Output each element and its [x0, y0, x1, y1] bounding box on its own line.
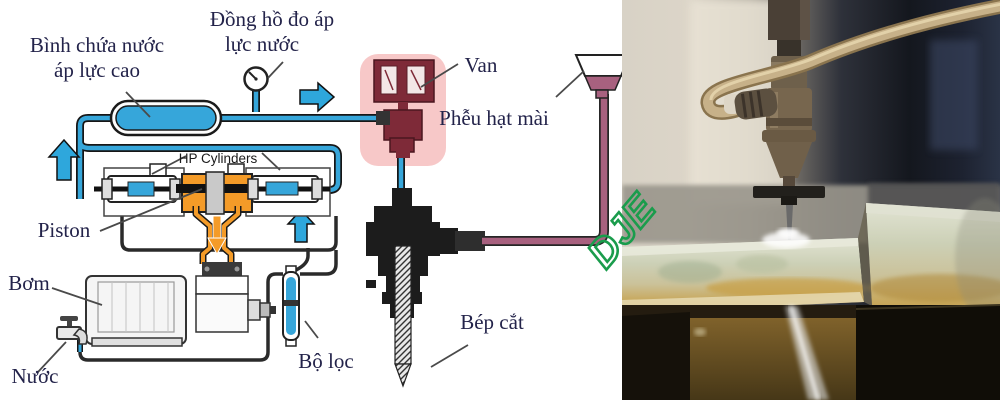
label-filter: Bộ lọc	[298, 349, 353, 373]
on-off-valve	[373, 59, 435, 158]
cutting-head	[366, 188, 485, 318]
accumulator-tank	[109, 99, 223, 137]
label-tank-line1: Bình chứa nước	[30, 33, 164, 57]
abrasive-feed-hose	[700, 0, 1000, 120]
flow-right-arrow-icon	[299, 81, 336, 113]
blurred-background-shape	[930, 40, 978, 150]
amber-gap	[690, 318, 862, 400]
schematic-panel: Bình chứa nước áp lực cao Đồng hồ đo áp …	[8, 7, 622, 388]
label-gauge-line1: Đồng hồ đo áp	[210, 7, 334, 31]
label-tank-line2: áp lực cao	[54, 58, 140, 82]
jet-impact-splash	[762, 232, 810, 248]
support-block-right	[856, 305, 1000, 400]
under-slab-area	[622, 304, 1000, 400]
abrasive-hopper	[574, 54, 622, 99]
label-pump: Bơm	[8, 271, 49, 295]
supply-pipe	[78, 216, 338, 362]
hp-pipe	[77, 90, 404, 199]
label-valve: Van	[465, 53, 498, 77]
hp-cylinders-assembly	[94, 163, 331, 217]
piston-part	[205, 171, 225, 215]
filter-unit	[282, 265, 300, 347]
pointer-lines	[37, 61, 585, 373]
label-hp-cylinders: HP Cylinders	[179, 151, 258, 166]
nozzle-guard	[753, 186, 825, 198]
water-faucet	[56, 316, 88, 345]
hose-fitting	[734, 88, 778, 120]
label-cutting-nozzle: Bép cắt	[460, 310, 524, 334]
nozzle-shaft	[394, 245, 412, 388]
stone-cut-seam	[858, 203, 872, 306]
oil-down-arrow-icon	[207, 215, 227, 256]
label-water: Nước	[12, 364, 59, 388]
photo-recreation	[622, 0, 1000, 400]
pump-unit	[85, 262, 276, 347]
photo-cutting-head	[753, 0, 825, 240]
pressure-gauge	[243, 66, 269, 92]
label-gauge-line2: lực nước	[225, 32, 299, 56]
label-hopper: Phễu hạt mài	[439, 106, 549, 130]
photo-panel	[622, 0, 1000, 400]
schematic-drawing: Bình chứa nước áp lực cao Đồng hồ đo áp …	[8, 7, 622, 388]
abrasive-tube	[482, 94, 608, 245]
support-block-left	[622, 312, 690, 400]
oil-funnel	[192, 206, 242, 264]
label-piston: Piston	[38, 218, 91, 242]
flow-up-arrow-right-icon	[286, 208, 316, 243]
flow-up-arrow-left-icon	[47, 138, 81, 181]
